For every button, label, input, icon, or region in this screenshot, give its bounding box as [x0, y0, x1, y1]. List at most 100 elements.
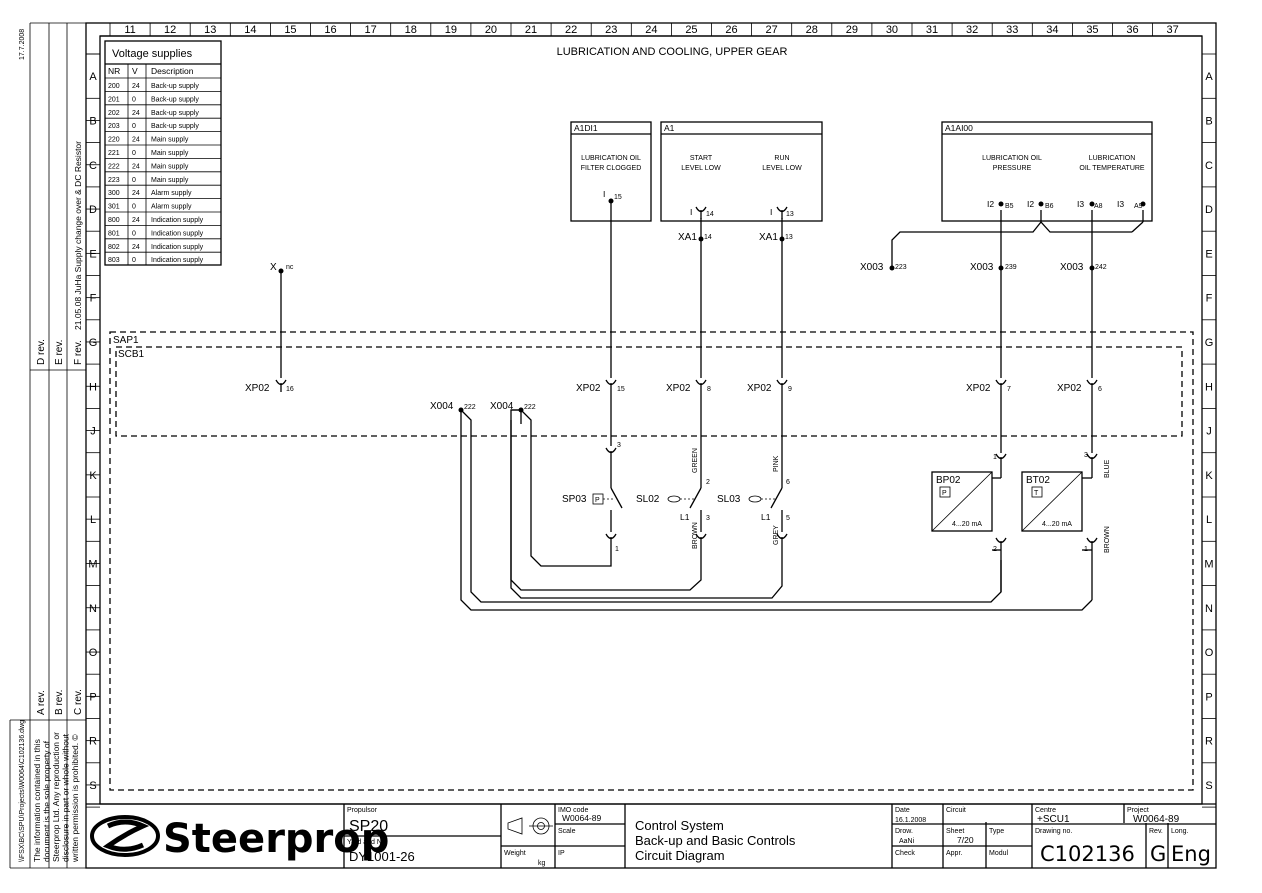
svg-text:Appr.: Appr. — [946, 850, 962, 857]
copyright-line: document is the sole property of — [42, 740, 52, 862]
svg-text:G: G — [1150, 842, 1166, 866]
svg-text:Check: Check — [895, 850, 915, 857]
row-letter-left: F — [90, 293, 97, 305]
svg-text:1: 1 — [993, 454, 997, 461]
column-number: 26 — [725, 24, 737, 36]
svg-text:Circuit: Circuit — [946, 807, 966, 814]
column-number: 18 — [405, 24, 417, 36]
row-letter-right: C — [1205, 160, 1213, 172]
row-letter-left: E — [89, 248, 96, 260]
column-number: 11 — [124, 24, 135, 36]
column-number: 16 — [324, 24, 336, 36]
svg-text:I3: I3 — [1117, 199, 1124, 209]
svg-text:C102136: C102136 — [1040, 842, 1135, 866]
scb1-label: SCB1 — [118, 349, 145, 360]
voltage-table-header-nr: NR — [108, 66, 120, 76]
rev-d-label: D rev. — [36, 339, 47, 365]
rev-f-note: 21.05.08 JuHa Supply change over & DC Re… — [73, 141, 83, 330]
column-number: 30 — [886, 24, 898, 36]
column-number: 29 — [846, 24, 858, 36]
svg-text:0: 0 — [132, 96, 136, 103]
svg-text:5: 5 — [786, 515, 790, 522]
svg-text:LEVEL LOW: LEVEL LOW — [762, 165, 802, 172]
svg-text:LUBRICATION: LUBRICATION — [1089, 155, 1136, 162]
svg-text:800: 800 — [108, 217, 120, 224]
column-number: 32 — [966, 24, 978, 36]
svg-text:8: 8 — [707, 386, 711, 393]
row-letter-right: G — [1205, 337, 1214, 349]
svg-text:X: X — [270, 262, 277, 273]
device-bp02: BP02 P 4...20 mA 1 2 — [931, 454, 1001, 553]
module-a1: A1 START LEVEL LOW RUN LEVEL LOW I 14 I … — [660, 121, 823, 222]
svg-text:Date: Date — [895, 807, 910, 814]
device-bt02: BT02 T 4...20 mA 3 1 BLUE BROWN — [1021, 452, 1111, 553]
svg-text:13: 13 — [785, 234, 793, 241]
voltage-table-title: Voltage supplies — [112, 48, 193, 60]
svg-text:Back-up supply: Back-up supply — [151, 96, 199, 103]
svg-text:24: 24 — [132, 190, 140, 197]
column-number: 35 — [1086, 24, 1098, 36]
svg-text:BP02: BP02 — [936, 475, 961, 486]
svg-text:7: 7 — [1007, 386, 1011, 393]
svg-text:AaNi: AaNi — [899, 838, 915, 845]
row-letter-left: K — [89, 470, 97, 482]
svg-text:15: 15 — [614, 194, 622, 201]
column-number: 21 — [525, 24, 537, 36]
svg-text:BROWN: BROWN — [692, 522, 699, 549]
svg-text:803: 803 — [108, 257, 120, 264]
svg-text:XA1: XA1 — [759, 232, 778, 243]
svg-text:I2: I2 — [987, 199, 994, 209]
voltage-table-header-v: V — [132, 66, 138, 76]
column-number: 22 — [565, 24, 577, 36]
row-letter-left: D — [89, 204, 97, 216]
drawing-title: LUBRICATION AND COOLING, UPPER GEAR — [557, 46, 788, 58]
svg-text:Propulsor: Propulsor — [347, 807, 378, 814]
svg-text:6: 6 — [786, 479, 790, 486]
row-letter-right: K — [1205, 470, 1213, 482]
svg-text:0: 0 — [132, 177, 136, 184]
row-letter-left: A — [89, 71, 97, 83]
svg-text:9: 9 — [788, 386, 792, 393]
column-number: 28 — [806, 24, 818, 36]
svg-text:Yard and NB: Yard and NB — [347, 839, 387, 846]
device-sl02: SL02 L1 GREEN BROWN 2 3 — [636, 448, 710, 549]
svg-text:4...20 mA: 4...20 mA — [952, 521, 982, 528]
svg-text:Control System: Control System — [635, 818, 724, 833]
svg-text:13: 13 — [786, 211, 794, 218]
row-letter-right: R — [1205, 736, 1213, 748]
svg-text:PINK: PINK — [773, 455, 780, 472]
column-number: 36 — [1126, 24, 1138, 36]
svg-text:Main supply: Main supply — [151, 163, 189, 170]
svg-text:0: 0 — [132, 204, 136, 211]
svg-text:BROWN: BROWN — [1104, 526, 1111, 553]
title-block: Steerprop Propulsor SP20 Yard and NB DY1… — [86, 803, 1216, 868]
svg-text:SL03: SL03 — [717, 494, 741, 505]
svg-text:Indication supply: Indication supply — [151, 217, 204, 224]
column-number: 15 — [284, 24, 296, 36]
svg-text:0: 0 — [132, 123, 136, 130]
svg-text:1: 1 — [1084, 546, 1088, 553]
column-number: 20 — [485, 24, 497, 36]
svg-text:kg: kg — [538, 860, 546, 867]
row-letter-left: C — [89, 160, 97, 172]
svg-text:2: 2 — [706, 479, 710, 486]
column-number: 12 — [164, 24, 176, 36]
svg-text:IP: IP — [558, 850, 565, 857]
svg-text:P: P — [595, 497, 600, 504]
svg-text:15: 15 — [617, 386, 625, 393]
projection-symbol — [507, 817, 553, 835]
svg-text:Rev.: Rev. — [1149, 828, 1163, 835]
rev-a-label: A rev. — [36, 690, 47, 715]
module-a1ai00: A1AI00 LUBRICATION OIL PRESSURE LUBRICAT… — [941, 121, 1153, 222]
svg-text:222: 222 — [464, 404, 476, 411]
logo-text: Steerprop — [163, 816, 389, 862]
svg-text:14: 14 — [706, 211, 714, 218]
svg-text:Indication supply: Indication supply — [151, 244, 204, 251]
svg-text:16: 16 — [286, 386, 294, 393]
svg-text:XP02: XP02 — [576, 383, 601, 394]
wiring — [280, 201, 1144, 611]
svg-text:801: 801 — [108, 230, 120, 237]
svg-text:FILTER CLOGGED: FILTER CLOGGED — [581, 165, 642, 172]
